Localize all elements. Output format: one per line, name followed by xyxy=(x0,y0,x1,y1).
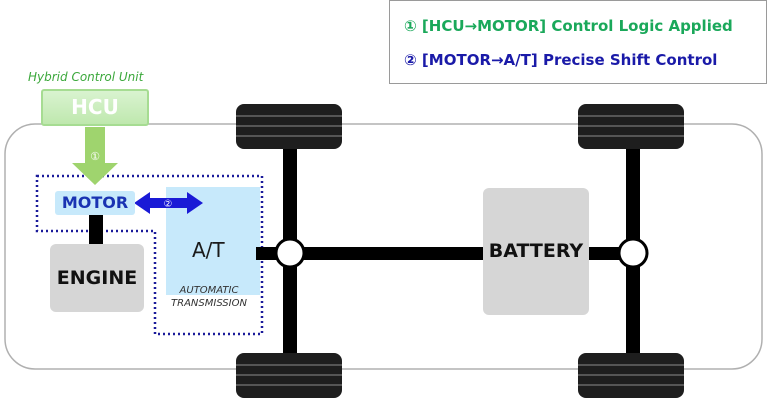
transmission-label: A/T xyxy=(192,238,225,262)
battery-box: BATTERY xyxy=(483,188,589,315)
transmission-caption-line2: TRANSMISSION xyxy=(171,298,247,309)
transmission-caption: AUTOMATIC TRANSMISSION xyxy=(160,284,258,310)
legend-box: ① [HCU→MOTOR] Control Logic Applied ② [M… xyxy=(389,0,767,84)
tire-rear-bottom xyxy=(578,353,684,398)
motor-box: MOTOR xyxy=(55,191,135,215)
front-differential xyxy=(274,237,306,269)
tire-rear-top xyxy=(578,104,684,149)
tire-front-bottom xyxy=(236,353,342,398)
engine-box: ENGINE xyxy=(50,244,144,312)
motor-to-at-arrow xyxy=(134,192,203,214)
rear-differential xyxy=(617,237,649,269)
legend-item-motor-at: ② [MOTOR→A/T] Precise Shift Control xyxy=(404,51,718,69)
legend-item-hcu-motor: ① [HCU→MOTOR] Control Logic Applied xyxy=(404,17,733,35)
hcu-to-motor-arrow xyxy=(72,127,118,185)
vehicle-outline xyxy=(4,123,763,370)
hcu-caption: Hybrid Control Unit xyxy=(28,70,144,84)
transmission-caption-line1: AUTOMATIC xyxy=(179,285,239,296)
motor-engine-shaft xyxy=(89,215,103,245)
arrow-marker-1: ① xyxy=(90,150,100,163)
powertrain-group-border xyxy=(35,174,264,336)
tire-front-top xyxy=(236,104,342,149)
hcu-box: HCU xyxy=(41,89,149,126)
arrow-marker-2: ② xyxy=(164,199,173,210)
